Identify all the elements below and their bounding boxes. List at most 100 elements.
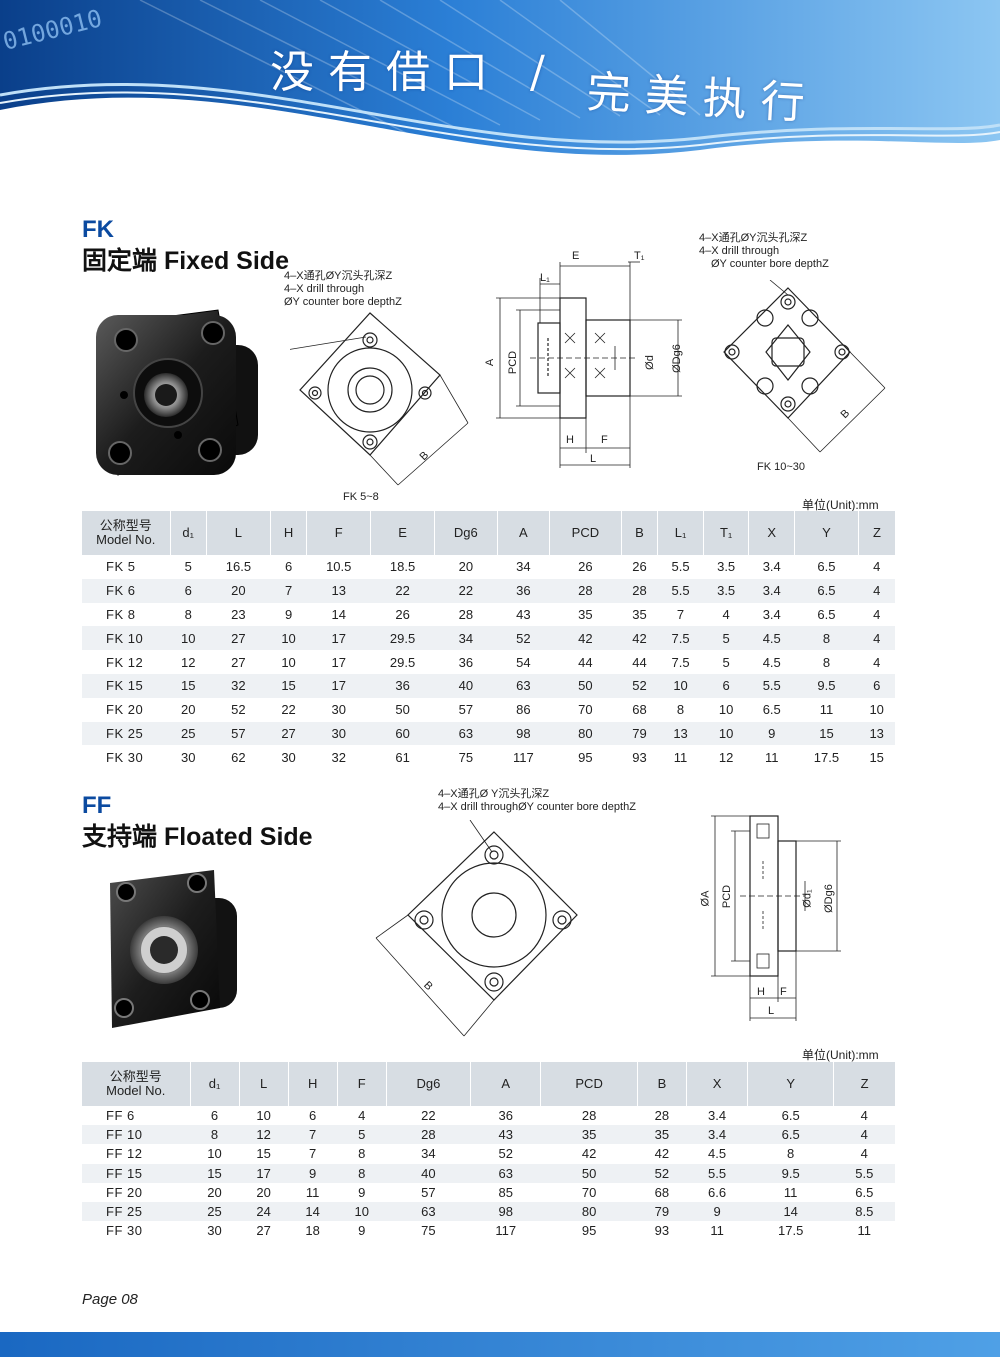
table-cell: 40 (434, 673, 498, 698)
table-cell: 50 (540, 1163, 638, 1183)
table-cell: 70 (549, 697, 622, 722)
table-cell: 15 (170, 673, 207, 698)
table-cell: 11 (748, 745, 795, 770)
table-cell: 85 (470, 1182, 541, 1202)
model-cell: FK 5 (82, 555, 170, 579)
table-cell: 13 (306, 578, 371, 603)
table-cell: 29.5 (370, 650, 435, 674)
ff-header-col: L (238, 1062, 289, 1106)
fk-header-col: E (370, 511, 435, 555)
ff-header-col: B (636, 1062, 687, 1106)
table-cell: 42 (549, 626, 622, 651)
table-cell: 11 (288, 1182, 338, 1202)
fk-drill-note-right-en-1: 4–X drill through (699, 245, 780, 257)
table-cell: 6.5 (833, 1182, 895, 1202)
table-cell: 117 (497, 745, 550, 770)
model-cell: FK 30 (82, 745, 170, 770)
table-cell: 63 (386, 1201, 471, 1222)
page-number: Page 08 (82, 1291, 138, 1308)
ff-drill-note: 4–X通孔Ø Y沉头孔深Z 4–X drill throughØY counte… (438, 788, 636, 814)
table-cell: 18 (288, 1221, 338, 1241)
table-cell: 52 (637, 1163, 687, 1183)
ff-header-col: d₁ (189, 1062, 240, 1106)
table-cell: 8 (794, 626, 859, 651)
table-cell: 5 (703, 626, 749, 651)
table-cell: 8 (170, 602, 207, 627)
fk-section-code: FK (82, 216, 114, 243)
table-cell: 8 (747, 1144, 834, 1164)
table-cell: 9 (686, 1201, 748, 1222)
banner-background (0, 0, 1000, 200)
table-cell: 17 (239, 1163, 289, 1183)
table-cell: 3.4 (686, 1125, 748, 1145)
table-cell: 36 (470, 1106, 541, 1126)
table-cell: 8 (337, 1144, 387, 1164)
model-cell: FF 30 (82, 1221, 190, 1241)
fk-drill-note-en-2: ØY counter bore depthZ (284, 296, 402, 308)
table-cell: 43 (470, 1125, 541, 1145)
table-cell: 42 (621, 626, 658, 651)
table-cell: 25 (190, 1201, 240, 1222)
table-cell: 42 (540, 1144, 638, 1164)
table-cell: 63 (434, 721, 498, 746)
table-cell: 28 (621, 578, 658, 603)
table-cell: 11 (657, 745, 704, 770)
table-cell: 52 (497, 626, 550, 651)
table-cell: 63 (497, 673, 550, 698)
table-cell: 32 (206, 673, 271, 698)
table-cell: 54 (497, 650, 550, 674)
fk-drill-note-en-1: 4–X drill through (284, 283, 365, 295)
table-cell: 79 (621, 721, 658, 746)
table-cell: 6 (170, 578, 207, 603)
table-cell: 11 (747, 1182, 834, 1202)
table-cell: 9.5 (747, 1163, 834, 1183)
table-cell: 15 (858, 745, 895, 770)
table-cell: 30 (170, 745, 207, 770)
ff-header-model-en: Model No. (106, 1083, 166, 1098)
table-cell: 36 (370, 673, 435, 698)
table-cell: 7 (288, 1144, 338, 1164)
ff-header-col: H (287, 1062, 338, 1106)
model-cell: FK 8 (82, 602, 170, 627)
table-cell: 10.5 (306, 555, 371, 579)
table-cell: 98 (497, 721, 550, 746)
fk-drill-note-right-cn: 4–X通孔ØY沉头孔深Z (699, 232, 808, 244)
fk-caption-5-8: FK 5~8 (343, 491, 379, 503)
fk-header-col: H (269, 511, 307, 555)
ff-header-col: Dg6 (385, 1062, 471, 1106)
table-cell: 44 (621, 650, 658, 674)
table-cell: 29.5 (370, 626, 435, 651)
table-cell: 117 (470, 1221, 541, 1241)
table-cell: 4 (833, 1144, 895, 1164)
table-cell: 20 (239, 1182, 289, 1202)
table-cell: 27 (270, 721, 307, 746)
table-cell: 80 (549, 721, 622, 746)
ff-product-photo (110, 870, 237, 1028)
table-cell: 4.5 (748, 650, 795, 674)
fk-dim-pcd: PCD (507, 350, 520, 375)
table-cell: 20 (434, 555, 498, 579)
model-cell: FK 12 (82, 650, 170, 674)
model-cell: FF 10 (82, 1125, 190, 1145)
fk-header-col: Dg6 (434, 511, 498, 555)
table-cell: 10 (657, 673, 704, 698)
fk-header-col: L₁ (657, 511, 704, 555)
table-cell: 10 (703, 697, 749, 722)
table-cell: 34 (434, 626, 498, 651)
table-cell: 10 (858, 697, 895, 722)
model-cell: FF 12 (82, 1144, 190, 1164)
table-cell: 10 (170, 626, 207, 651)
ff-section-code: FF (82, 792, 112, 819)
banner-slogan: 没有借口 / 完美执行 (270, 36, 820, 130)
table-cell: 6.5 (794, 555, 859, 579)
table-cell: 10 (239, 1106, 289, 1126)
table-cell: 50 (549, 673, 622, 698)
table-cell: 25 (170, 721, 207, 746)
table-cell: 7 (657, 602, 704, 627)
fk-header-col: A (496, 511, 550, 555)
